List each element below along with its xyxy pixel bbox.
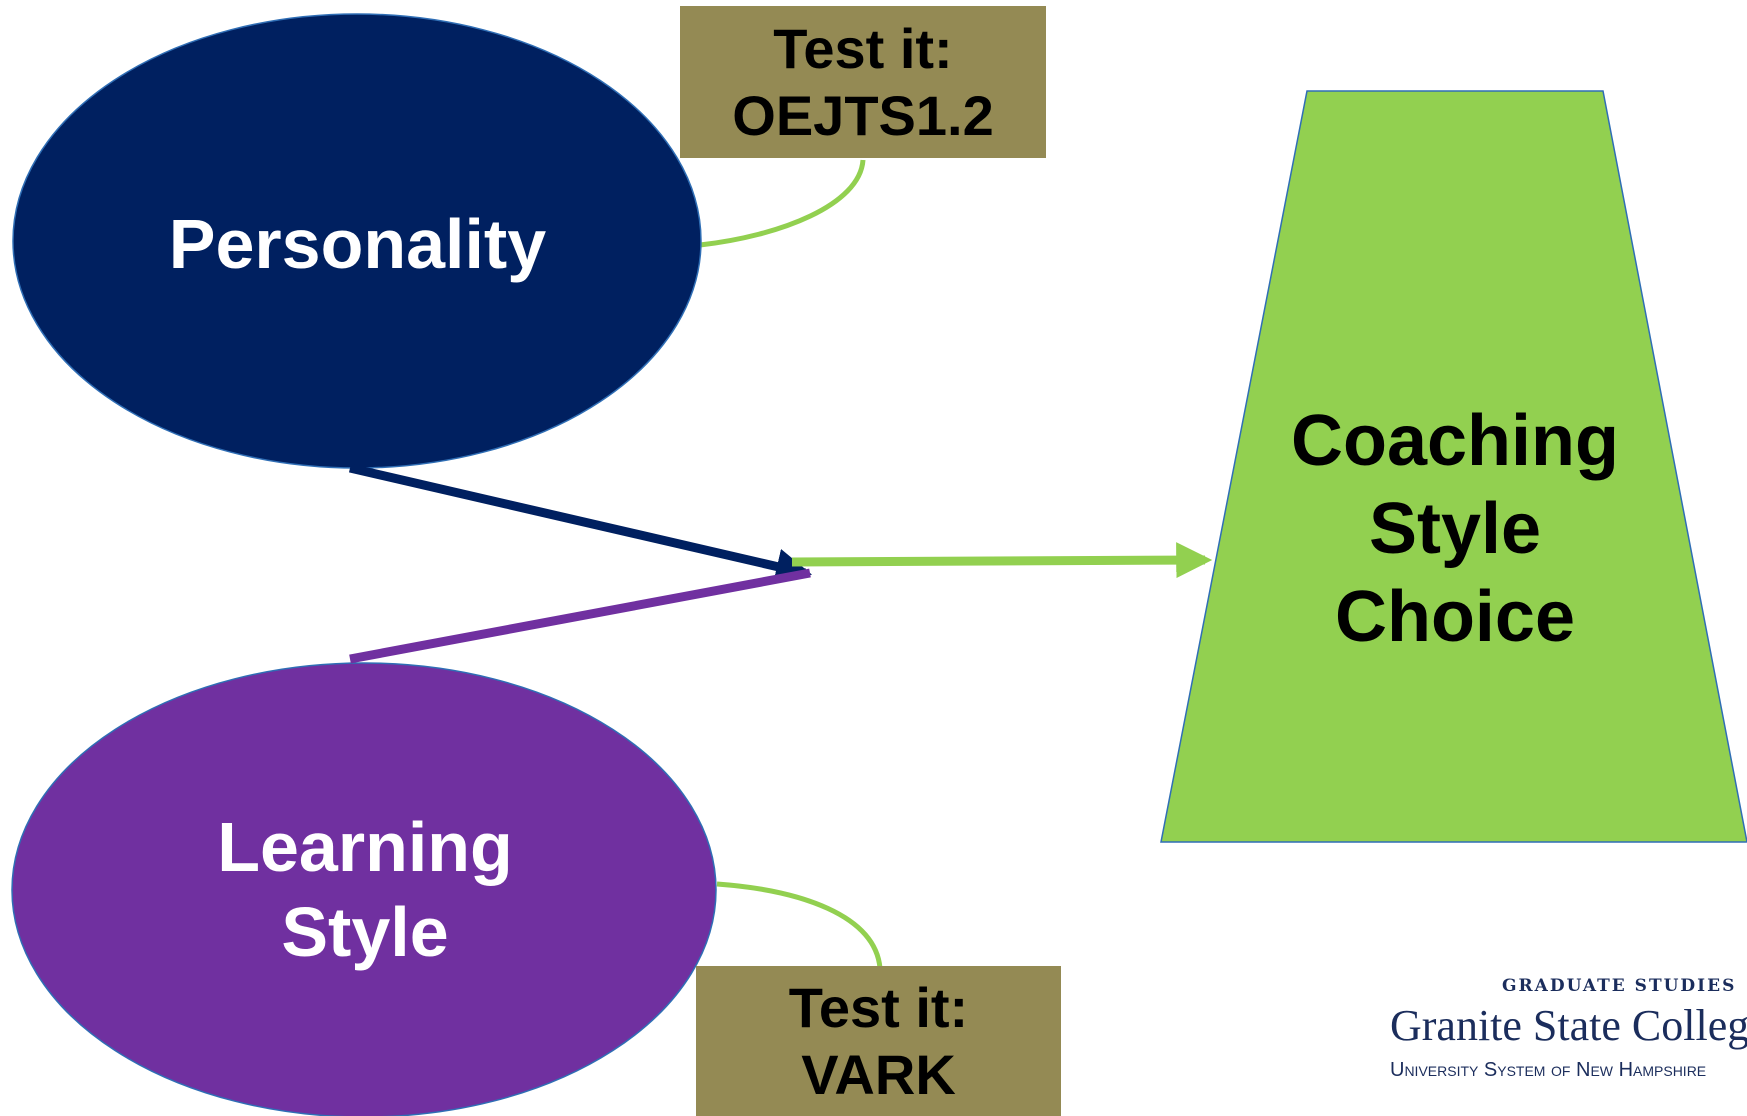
logo-university-system: University System of New Hampshire [1390,1059,1707,1081]
result-arrow [791,542,1213,579]
personality-label: Personality [110,200,605,290]
personality-test-line2: OEJTS1.2 [732,84,994,147]
personality-test-connector [699,159,866,248]
coaching-trapezoid [1160,90,1747,843]
personality-test-line1: Test it: [773,16,953,80]
coaching-line3: Choice [1334,576,1576,657]
logo-college-name: Granite State College [1390,1001,1747,1050]
personality-arrow [348,463,813,585]
learning-test-connector [716,881,883,969]
coaching-line2: Style [1368,489,1542,570]
learning-style-ellipse [11,662,717,1116]
personality-test-tag: Test it: OEJTS1.2 [680,6,1046,158]
coaching-line1: Coaching [1290,401,1619,482]
learning-test-tag: Test it: VARK [696,966,1061,1116]
logo-graduate-studies: GRADUATE STUDIES [1502,976,1737,996]
learning-test-line1: Test it: [788,975,969,1039]
learning-style-line2: Style [281,893,449,971]
personality-text: Personality [168,205,547,284]
learning-test-line2: VARK [801,1043,956,1106]
learning-style-label: Learning Style [140,800,590,980]
coaching-label: Coaching Style Choice [1220,395,1690,665]
learning-style-line [349,568,811,664]
learning-style-line1: Learning [217,807,513,886]
granite-state-logo: GRADUATE STUDIES Granite State College U… [1390,976,1747,1116]
